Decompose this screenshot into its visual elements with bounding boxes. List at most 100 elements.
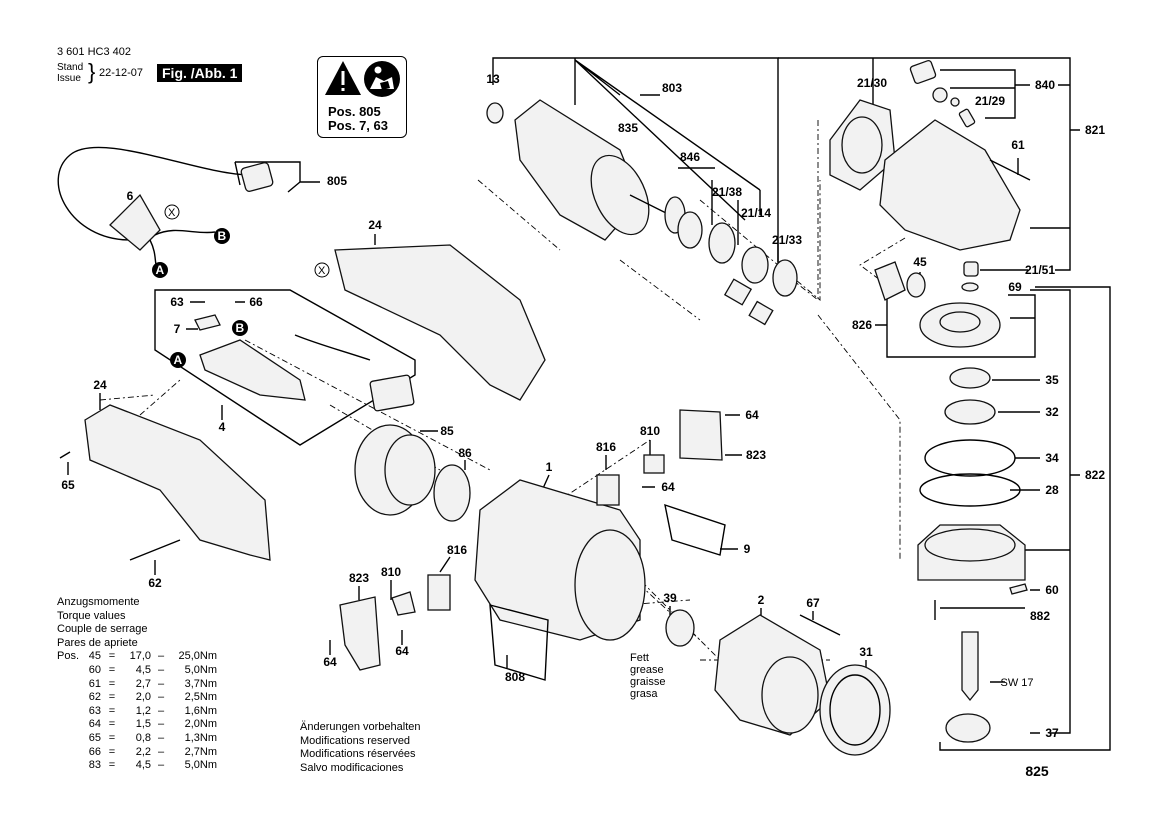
label-21-38: 21/38 [712,185,742,199]
warning-pos-805: Pos. 805 [328,104,381,119]
label-823-right: 823 [746,448,766,462]
label-808: 808 [505,670,525,684]
torque-cell: = [108,691,116,704]
brace: } [88,59,96,84]
label-816-top: 816 [596,440,616,454]
torque-cell [57,664,85,678]
modifications-note: Änderungen vorbehalten Modifications res… [300,721,420,775]
leader-lines [67,57,1111,751]
torque-cell: 3,7Nm [184,677,217,690]
torque-cell: = [108,677,116,690]
label-810-left: 810 [381,565,401,579]
torque-cell: 45 [88,650,101,663]
marker-b-2: B [232,320,248,336]
spindle-stack [917,367,1028,743]
warning-icons [325,61,400,97]
armature [486,99,681,241]
torque-row: 62=2,0–2,5Nm [57,691,217,705]
label-34: 34 [1045,451,1059,465]
torque-cell: 25,0Nm [178,650,217,663]
torque-row: 64=1,5–2,0Nm [57,718,217,732]
label-32: 32 [1045,405,1059,419]
torque-cell [57,678,85,692]
torque-cell: 5,0Nm [184,759,217,772]
mod-fr: Modifications réservées [300,748,416,761]
read-manual-icon [364,61,400,97]
gear-housing [829,59,1031,348]
torque-cell: 4,5 [135,663,151,676]
label-21-29: 21/29 [975,94,1005,108]
label-825: 825 [1025,763,1049,779]
motor-housing [339,409,726,681]
label-21-30: 21/30 [857,76,887,90]
torque-cell: 62 [88,691,101,704]
torque-title-es: Pares de apriete [57,636,138,649]
torque-cell: 0,8 [135,731,151,744]
label-7: 7 [174,322,181,336]
label-64-a: 64 [745,408,759,422]
svg-text:B: B [236,321,245,335]
label-21-14: 21/14 [741,206,771,220]
torque-cell [57,718,85,732]
label-21-51: 21/51 [1025,263,1055,277]
label-60: 60 [1045,583,1059,597]
torque-cell: 2,5Nm [184,691,217,704]
label-1: 1 [546,460,553,474]
grease-note: Fett grease graisse grasa [630,652,665,700]
label-69: 69 [1008,280,1022,294]
mod-en: Modifications reserved [300,734,411,747]
svg-text:Fett: Fett [630,652,649,664]
torque-row: 61=2,7–3,7Nm [57,678,217,692]
torque-cell [57,759,85,773]
torque-cell: – [157,759,165,772]
svg-text:grasa: grasa [630,688,658,700]
marker-b-1: B [214,228,230,244]
torque-cell: 60 [88,663,101,676]
torque-cell: – [157,745,165,758]
label-24-left: 24 [93,378,107,392]
marker-x-1: X [164,204,180,220]
part-number: 3 601 HC3 402 [57,46,131,58]
handle-halves [59,244,546,561]
switch-parts [194,314,415,412]
torque-cell: 1,5 [135,718,151,731]
svg-text:A: A [174,353,183,367]
torque-cell: = [108,759,116,772]
label-821: 821 [1085,123,1105,137]
torque-cell: 2,7 [135,677,151,690]
stator [714,614,891,756]
issue-date: 22-12-07 [99,67,144,79]
svg-text:X: X [318,265,326,277]
bearings-and-rings [664,196,798,326]
svg-text:A: A [156,263,165,277]
torque-cell: = [108,663,116,676]
torque-title-fr: Couple de serrage [57,623,148,636]
torque-cell: = [108,745,116,758]
warning-pos-7-63: Pos. 7, 63 [328,118,388,133]
torque-cell [57,746,85,760]
torque-cell: 4,5 [135,759,151,772]
power-cord [57,146,274,271]
issue-label: Issue [57,73,81,84]
label-45: 45 [913,255,927,269]
mod-es: Salvo modificaciones [300,761,404,774]
label-24-top: 24 [368,218,382,232]
torque-cell: 63 [88,704,101,717]
torque-row: 83 = 4,5– 5,0Nm [57,759,217,773]
label-13: 13 [486,72,500,86]
torque-cell: – [157,718,165,731]
torque-cell: 2,0Nm [184,718,217,731]
torque-row: 66=2,2–2,7Nm [57,746,217,760]
label-803: 803 [662,81,682,95]
warning-box: Pos. 805 Pos. 7, 63 [317,56,407,138]
torque-cell: 2,0 [135,691,151,704]
figure-label: Fig. /Abb. 1 [157,64,243,82]
label-9: 9 [744,542,751,556]
torque-cell: 83 [88,759,101,772]
label-810-top: 810 [640,424,660,438]
stand-label: Stand [57,62,84,73]
label-2: 2 [758,593,765,607]
torque-table: Anzugsmomente Torque values Couple de se… [57,596,217,773]
torque-row: 60=4,5–5,0Nm [57,664,217,678]
